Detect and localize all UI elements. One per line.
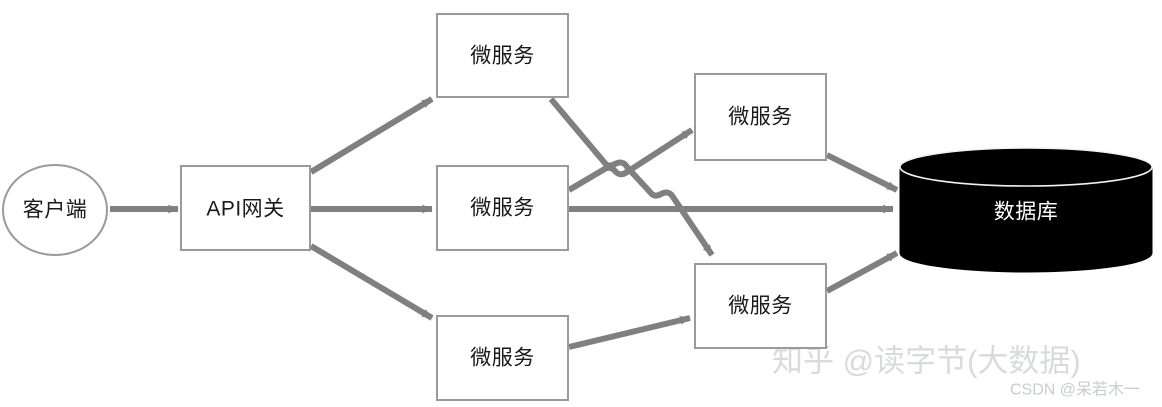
database-cylinder-top — [899, 147, 1153, 187]
node-microservice-4[interactable]: 微服务 — [694, 73, 827, 161]
microservice-5-label: 微服务 — [728, 295, 793, 318]
edge-microservice-2-to-microservice-4 — [567, 127, 694, 193]
api-gateway-box — [180, 165, 311, 251]
edge-microservice-4-to-database — [825, 152, 899, 193]
microservice-5-box — [694, 263, 827, 349]
node-database[interactable]: 数据库 — [899, 147, 1153, 273]
microservice-2-label: 微服务 — [470, 197, 535, 220]
edge-microservice-3-to-microservice-5 — [568, 315, 691, 350]
edge-layer — [110, 96, 899, 350]
watermark-zhihu: 知乎 @读字节(大数据) — [772, 344, 1081, 379]
microservice-1-box — [436, 13, 569, 98]
node-microservice-2[interactable]: 微服务 — [436, 165, 569, 251]
microservice-3-label: 微服务 — [470, 347, 535, 370]
client-label: 客户端 — [23, 199, 88, 222]
microservice-4-box — [694, 73, 827, 161]
edge-gateway-to-microservice-3 — [309, 243, 434, 321]
watermark-layer: 知乎 @读字节(大数据) CSDN @呆若木一 — [772, 344, 1140, 399]
node-microservice-1[interactable]: 微服务 — [436, 13, 569, 98]
microservice-2-box — [436, 165, 569, 251]
node-microservice-5[interactable]: 微服务 — [694, 263, 827, 349]
node-microservice-3[interactable]: 微服务 — [436, 315, 569, 401]
api-gateway-label: API网关 — [206, 198, 284, 221]
node-client[interactable]: 客户端 — [2, 164, 108, 256]
database-label: 数据库 — [994, 201, 1059, 224]
edge-microservice-5-to-database — [825, 250, 899, 294]
node-api-gateway[interactable]: API网关 — [180, 165, 311, 251]
client-ellipse — [2, 164, 108, 256]
edge-gateway-to-microservice-1 — [309, 96, 434, 175]
microservice-4-label: 微服务 — [728, 106, 793, 129]
watermark-csdn: CSDN @呆若木一 — [1010, 381, 1140, 399]
edge-microservice-1-to-microservice-5 — [548, 97, 715, 257]
database-cylinder-body — [899, 166, 1153, 273]
microservice-3-box — [436, 315, 569, 401]
microservice-1-label: 微服务 — [470, 45, 535, 68]
